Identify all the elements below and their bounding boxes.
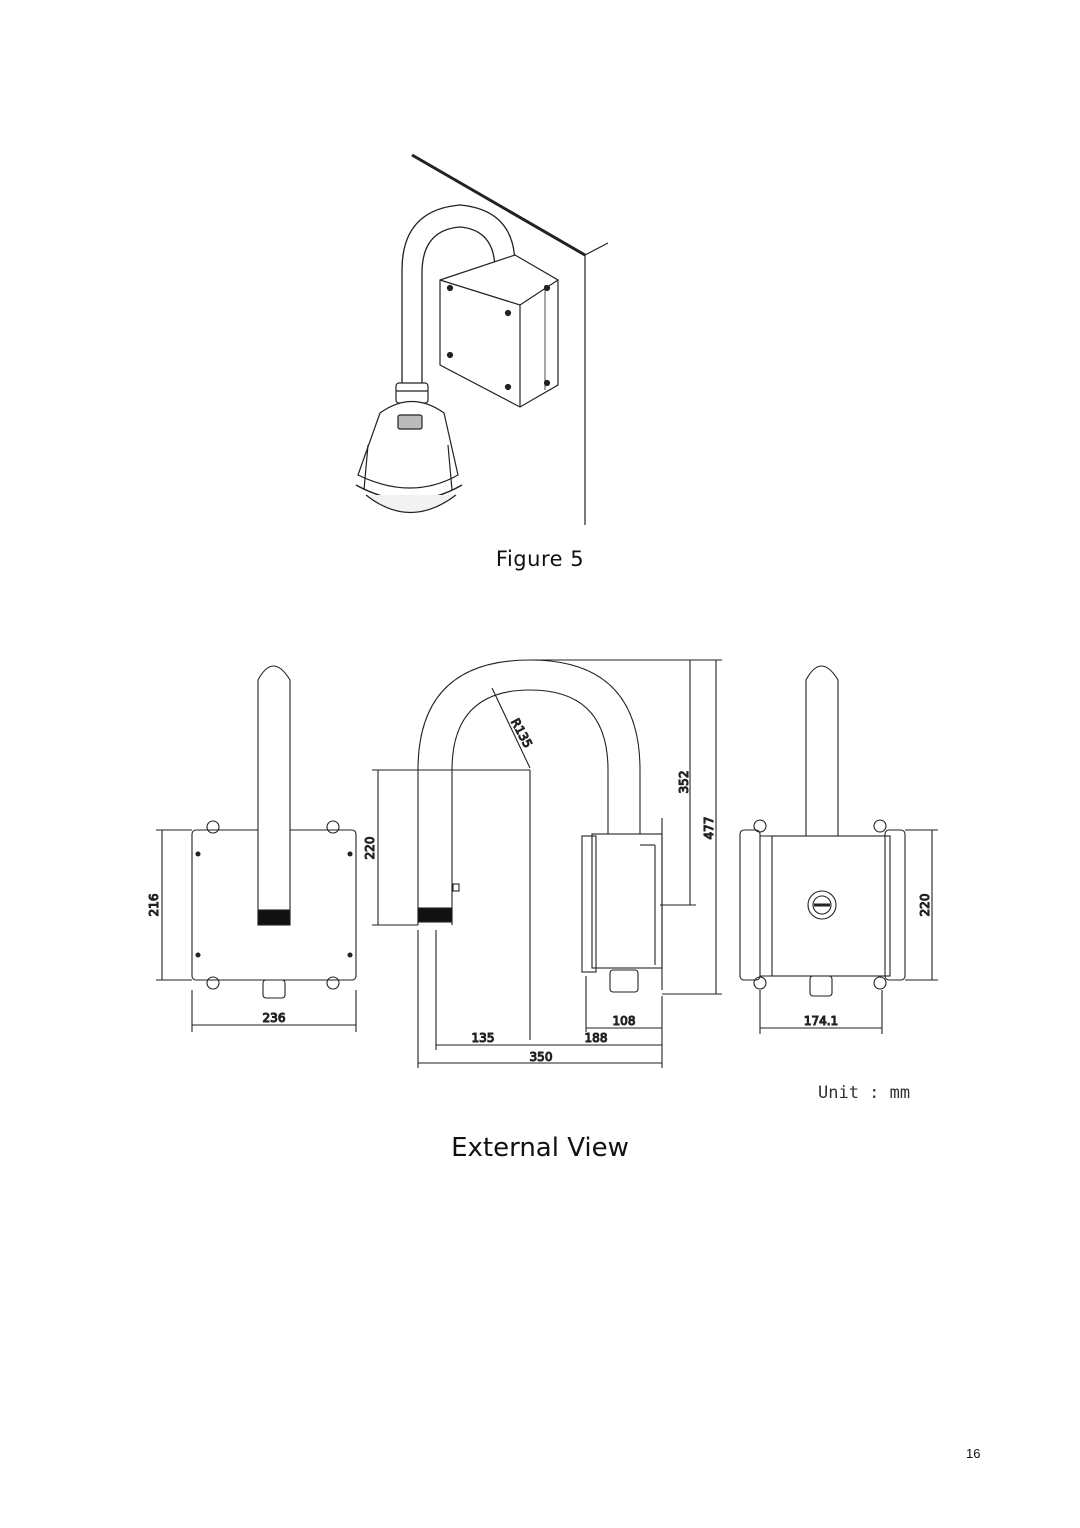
dim-left-width: 236 bbox=[263, 1011, 286, 1025]
dim-total-width: 350 bbox=[530, 1050, 553, 1064]
dim-right-height: 220 bbox=[918, 894, 932, 917]
figure-5-caption: Figure 5 bbox=[495, 547, 585, 571]
unit-label: Unit : mm bbox=[818, 1083, 911, 1103]
side-view bbox=[372, 659, 722, 1068]
dim-right-width: 174.1 bbox=[804, 1014, 838, 1028]
external-view-caption: External View bbox=[451, 1133, 629, 1163]
dim-offset-a: 135 bbox=[472, 1031, 495, 1045]
dim-arm-height: 352 bbox=[677, 771, 691, 794]
dim-total-height: 477 bbox=[702, 817, 716, 840]
dim-arm-drop: 220 bbox=[363, 837, 377, 860]
dim-left-height: 216 bbox=[147, 894, 161, 917]
rear-view bbox=[739, 665, 938, 1034]
dim-offset-b: 188 bbox=[585, 1031, 608, 1045]
front-view bbox=[156, 665, 357, 1032]
figure-5-illustration bbox=[355, 153, 609, 525]
dim-arm-radius: R135 bbox=[508, 716, 535, 750]
page-number: 16 bbox=[966, 1446, 981, 1461]
dim-box-depth: 108 bbox=[613, 1014, 636, 1028]
external-view-drawing: 216 236 R135 220 352 477 135 bbox=[146, 659, 938, 1068]
